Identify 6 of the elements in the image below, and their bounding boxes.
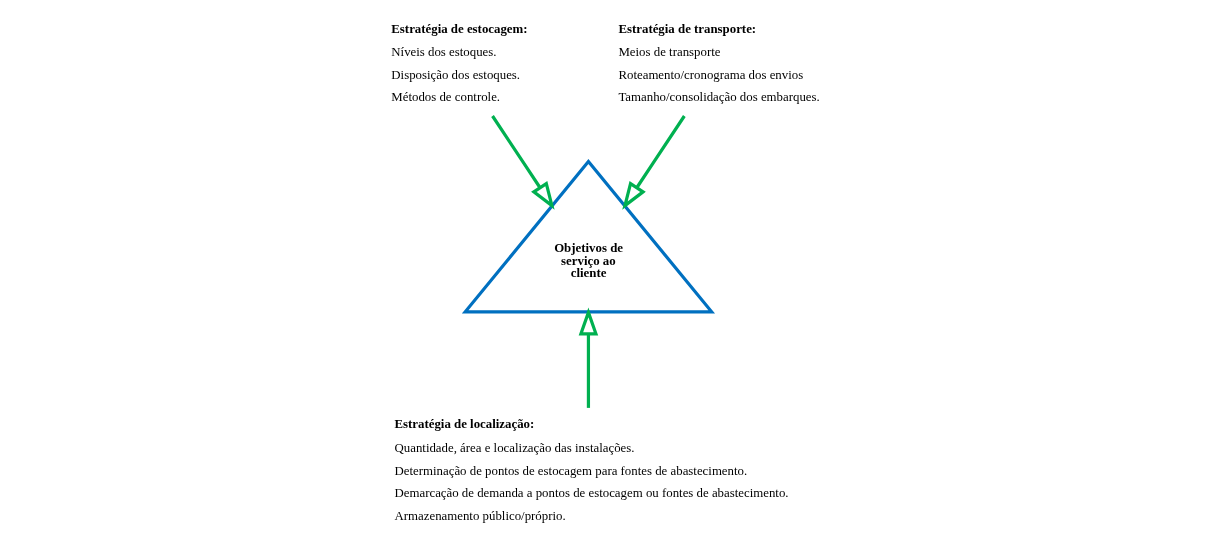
- node-text: Estratégia de estocagem: Níveis dos estoques. Disposição dos estoques. Métodos de controle.: [391, 21, 528, 105]
- arrow: [491, 115, 555, 210]
- arrow: [578, 307, 599, 408]
- node-text: Estratégia de transporte: Meios de transporte Roteamento/cronograma dos envios Tamanho/consolidação dos embarques.: [618, 21, 820, 105]
- node-text: Estratégia de localização: Quantidade, área e localização das instalações. Determinação de pontos de estocagem para fontes de abastecimento. Demarcação de demanda a pontos de estocagem ou fontes de abastecimento. Armazenamento público/próprio.: [394, 417, 789, 523]
- arrow: [622, 115, 686, 210]
